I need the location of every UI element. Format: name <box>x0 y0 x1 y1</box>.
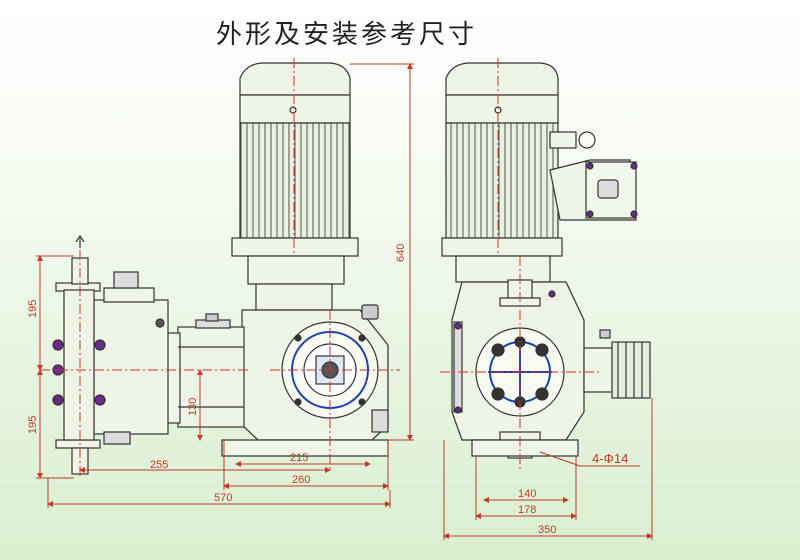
dim-130: 130 <box>187 398 199 416</box>
side-pump-head <box>451 279 585 459</box>
dim-640: 640 <box>395 244 407 262</box>
side-motor <box>441 62 563 283</box>
dim-215: 215 <box>290 452 308 464</box>
dim-350: 350 <box>538 524 556 536</box>
dim-178: 178 <box>518 504 536 516</box>
dim-bolt-holes: 4-Φ14 <box>592 451 628 466</box>
dim-140: 140 <box>518 488 536 500</box>
dim-195-bottom: 195 <box>27 416 39 434</box>
flow-arrow-icon <box>75 234 85 248</box>
dimensions: 640 195 195 130 255 215 260 570 140 178 … <box>27 63 653 540</box>
side-view <box>441 62 651 459</box>
dim-255: 255 <box>150 459 168 471</box>
dim-570: 570 <box>214 492 232 504</box>
terminal-box <box>549 131 638 221</box>
side-base <box>471 439 579 457</box>
centerlines <box>40 58 600 478</box>
pump-head <box>52 257 169 475</box>
front-view <box>52 62 389 475</box>
dim-195-top: 195 <box>27 300 39 318</box>
dim-260: 260 <box>292 474 310 486</box>
side-adjuster <box>583 329 651 399</box>
gearbox <box>241 283 389 441</box>
drawing-title: 外形及安装参考尺寸 <box>216 20 478 50</box>
stroke-adjuster <box>165 313 245 428</box>
motor <box>231 62 359 285</box>
